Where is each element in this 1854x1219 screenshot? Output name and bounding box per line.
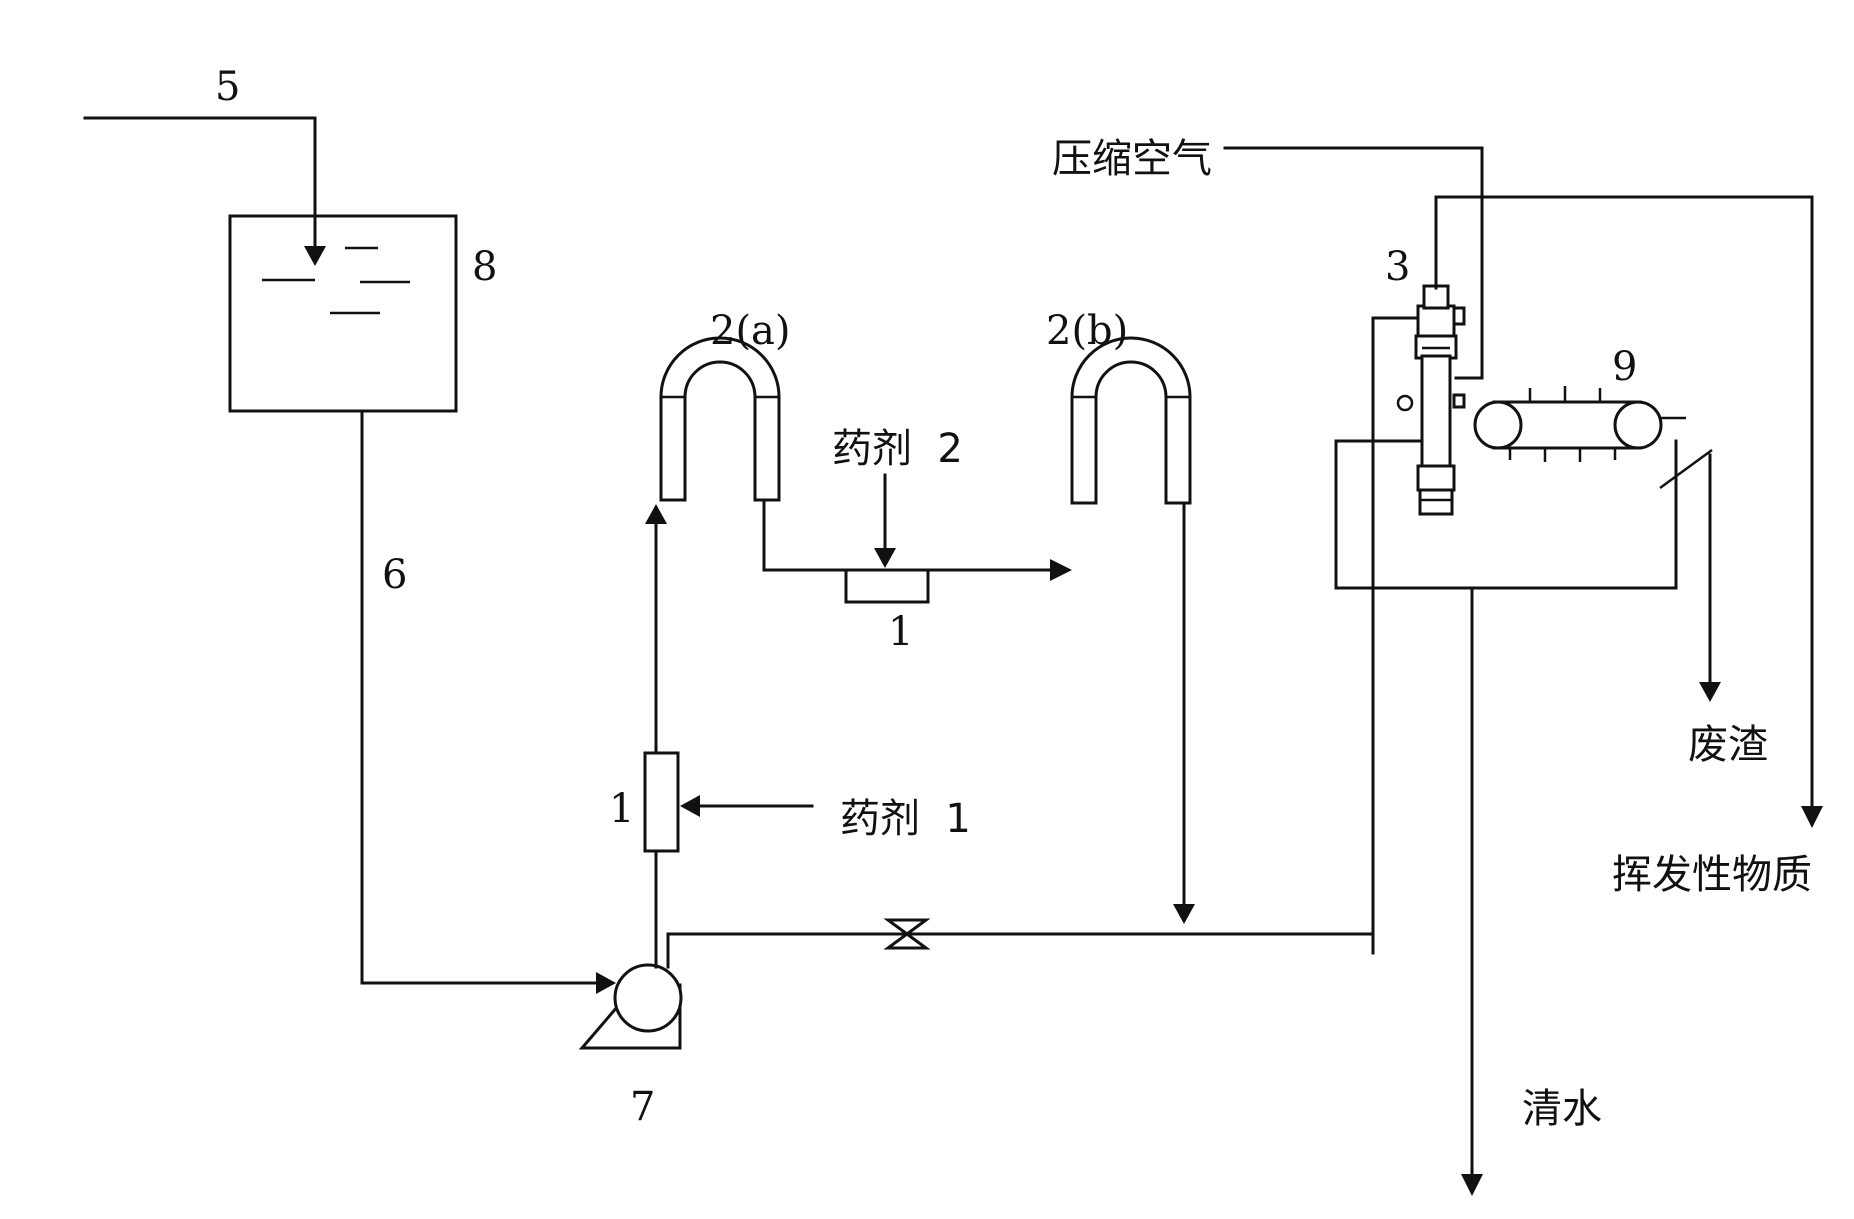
column-feed-pipe <box>1371 316 1432 955</box>
label-compressed-air: 压缩空气 <box>1052 136 1212 182</box>
skimmer-9 <box>1473 386 1686 462</box>
flotation-column-3 <box>1396 284 1466 516</box>
outlet-pipe-2b <box>1173 501 1195 924</box>
connecting-pipe <box>762 498 1072 581</box>
clear-water-line <box>1461 586 1483 1196</box>
riser-pipe <box>645 504 667 969</box>
storage-tank-8 <box>228 214 458 413</box>
label-agent-2: 药剂 2 <box>832 426 963 472</box>
label-8: 8 <box>472 244 497 290</box>
waste-residue-line <box>1659 448 1721 702</box>
label-9: 9 <box>1612 344 1637 390</box>
label-clear-water: 清水 <box>1522 1086 1602 1132</box>
dosing-unit-1-upper <box>844 568 930 604</box>
label-6: 6 <box>382 552 407 598</box>
agent-2-feed-line <box>874 473 896 568</box>
u-tube-reactor-2a <box>659 336 781 502</box>
bypass-line <box>666 932 1375 969</box>
label-7: 7 <box>630 1084 655 1130</box>
pump-7 <box>578 963 683 1050</box>
label-agent-1: 药剂 1 <box>840 796 971 842</box>
label-waste-residue: 废渣 <box>1688 722 1768 768</box>
u-tube-reactor-2b <box>1070 336 1192 505</box>
valve <box>883 918 931 950</box>
agent-1-feed-line <box>680 795 814 817</box>
label-1-upper: 1 <box>888 609 913 655</box>
pipe-6 <box>360 409 616 994</box>
label-5: 5 <box>215 64 240 110</box>
label-volatile-matter: 挥发性物质 <box>1612 852 1812 898</box>
inlet-line-5 <box>83 116 326 266</box>
label-1-lower: 1 <box>609 786 634 832</box>
flotation-tank <box>1334 439 1678 590</box>
label-3: 3 <box>1385 244 1410 290</box>
compressed-air-line <box>1223 146 1484 380</box>
label-2b: 2(b) <box>1046 308 1128 354</box>
label-2a: 2(a) <box>710 308 791 354</box>
dosing-unit-1-lower <box>643 751 680 853</box>
volatile-outlet-line <box>1434 195 1823 828</box>
